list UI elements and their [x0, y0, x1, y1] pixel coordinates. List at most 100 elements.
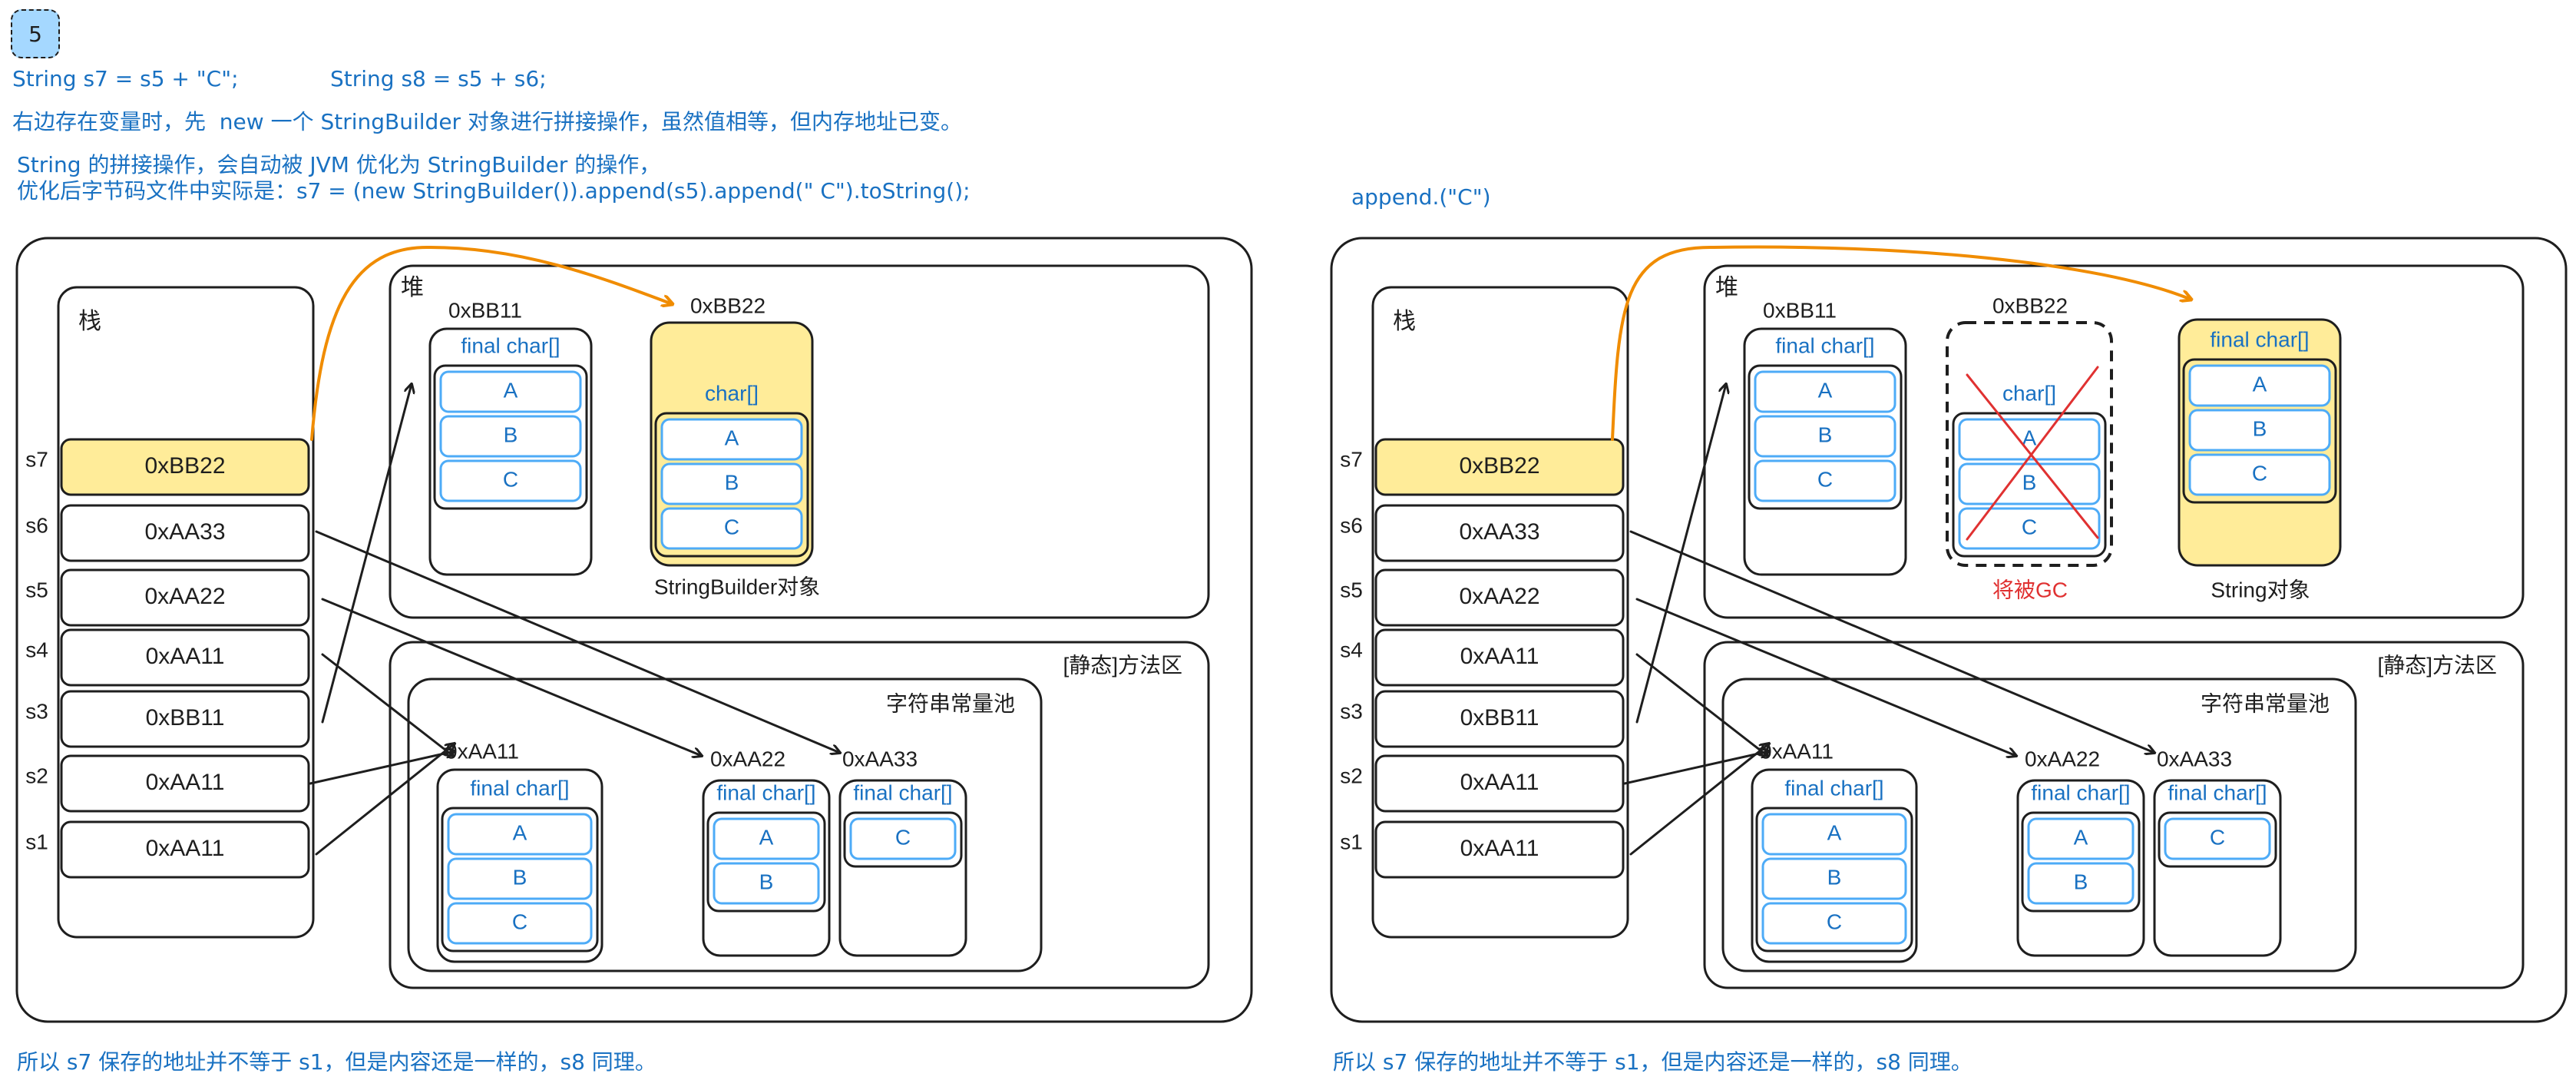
stack-slot — [1374, 820, 1625, 879]
stringbuilder-label: char[] — [705, 381, 759, 405]
string-object-cell — [2188, 364, 2331, 407]
pool-aa33-address: 0xAA33 — [2157, 747, 2232, 770]
stack-slot-address: 0xAA11 — [1460, 770, 1539, 795]
stringbuilder-char: C — [724, 515, 739, 538]
gc-cross-line — [1966, 366, 2099, 541]
pool-aa22-char: A — [2074, 825, 2088, 849]
outer-frame — [1330, 237, 2568, 1023]
stack-variable-name: s5 — [1340, 578, 1363, 601]
heap-bb11-char: C — [1817, 467, 1833, 491]
pool-aa33-address: 0xAA33 — [842, 747, 918, 770]
pool-aa11-cell — [1761, 857, 1907, 900]
pool-aa22-cell — [2027, 817, 2135, 860]
pool-aa22-array — [2021, 811, 2141, 913]
stack-slot — [60, 754, 310, 813]
pool-aa11-char: C — [1827, 909, 1842, 933]
stack-slot-address: 0xAA11 — [146, 770, 225, 795]
heap-bb11-label: final char[] — [461, 333, 560, 357]
heap-bb11-char: B — [504, 422, 518, 446]
pool-aa22-object — [702, 779, 831, 957]
ref-arrow-s4 — [1635, 653, 1767, 756]
heap-bb11-array — [1748, 364, 1903, 510]
code-s8: String s8 = s5 + s6; — [330, 66, 547, 91]
stack-slot-address: 0xBB22 — [144, 453, 225, 479]
stack-variable-name: s3 — [1340, 699, 1363, 723]
explain-line-1: 右边存在变量时，先 new 一个 StringBuilder 对象进行拼接操作，… — [12, 109, 962, 134]
heap-bb22-address: 0xBB22 — [690, 293, 766, 317]
pool-aa33-label: final char[] — [853, 780, 952, 804]
pool-aa22-char: A — [759, 825, 774, 849]
stack-label: 栈 — [1393, 309, 1416, 334]
heap-bb11-char: A — [1818, 378, 1833, 402]
heap-bb11-cell — [439, 415, 582, 458]
stack-label: 栈 — [78, 309, 101, 334]
stack-slot-address: 0xBB22 — [1459, 453, 1539, 479]
string-pool — [407, 678, 1043, 972]
stack-variable-name: s2 — [1340, 764, 1363, 787]
method-area — [1703, 641, 2525, 989]
footer-note-right: 所以 s7 保存的地址并不等于 s1，但是内容还是一样的，s8 同理。 — [1333, 1049, 1973, 1075]
pool-aa11-address: 0xAA11 — [445, 739, 519, 763]
pool-aa11-char: C — [512, 909, 527, 933]
stack-variable-name: s4 — [25, 638, 48, 661]
stack-slot — [60, 820, 310, 879]
stack-slot-address: 0xBB11 — [146, 705, 225, 731]
pool-aa11-address: 0xAA11 — [1760, 739, 1834, 763]
pool-aa11-cell — [447, 902, 593, 945]
string-pool-label: 字符串常量池 — [2201, 691, 2330, 715]
stack-slot-address: 0xAA11 — [1460, 836, 1539, 861]
s7-reference-arrow — [310, 245, 673, 441]
stack-slot-address: 0xAA22 — [1459, 584, 1539, 609]
pool-aa22-array — [706, 811, 826, 913]
pool-aa22-label: final char[] — [716, 780, 815, 804]
stack-variable-name: s3 — [25, 699, 48, 723]
pool-aa22-object — [2016, 779, 2145, 957]
ref-arrow-s1 — [1629, 744, 1769, 856]
stack-variable-name: s5 — [25, 578, 48, 601]
pool-aa22-char: B — [2074, 870, 2088, 893]
stack-slot — [1374, 754, 1625, 813]
step-badge: 5 — [11, 9, 60, 58]
pool-aa22-char: B — [759, 870, 774, 893]
heap-bb11-cell — [439, 459, 582, 502]
string-object-char: A — [2253, 372, 2267, 396]
pool-aa22-cell — [713, 862, 820, 905]
explain-line-2: String 的拼接操作，会自动被 JVM 优化为 StringBuilder … — [17, 152, 661, 177]
stack-variable-name: s7 — [25, 447, 48, 471]
ref-arrow-s5 — [1635, 598, 2016, 756]
stringbuilder-label: StringBuilder对象 — [654, 575, 820, 598]
gc-stringbuilder-cell — [1958, 507, 2101, 550]
stack-slot — [1374, 690, 1625, 748]
pool-aa33-array — [843, 811, 963, 868]
stack-variable-name: s6 — [1340, 513, 1363, 537]
ref-arrow-s6 — [315, 530, 840, 753]
heap-bb22-address: 0xBB22 — [1992, 293, 2068, 317]
pool-aa33-label: final char[] — [2168, 780, 2267, 804]
pool-aa11-cell — [1761, 813, 1907, 856]
gc-stringbuilder-cell — [1958, 462, 2101, 505]
stack-slot — [1374, 438, 1625, 496]
stack-slot-address: 0xAA11 — [146, 644, 225, 669]
stack-slot-address: 0xAA11 — [1460, 644, 1539, 669]
stack-variable-name: s7 — [1340, 447, 1363, 471]
gc-stringbuilder-char: A — [2022, 426, 2037, 449]
stack-slot — [60, 504, 310, 562]
pool-aa33-cell — [849, 817, 957, 860]
gc-object — [1946, 321, 2113, 567]
heap-bb11-cell — [1754, 415, 1896, 458]
stack-variable-name: s2 — [25, 764, 48, 787]
stack-variable-name: s1 — [1340, 830, 1363, 853]
ref-arrow-s5 — [321, 598, 702, 756]
code-s7: String s7 = s5 + "C"; — [12, 66, 239, 91]
explain-line-3: 优化后字节码文件中实际是：s7 = (new StringBuilder()).… — [17, 178, 971, 204]
stack-variable-name: s1 — [25, 830, 48, 853]
pool-aa11-char: B — [513, 865, 527, 889]
stringbuilder-array — [654, 412, 809, 558]
string-object-cell — [2188, 453, 2331, 496]
string-object-array — [2182, 358, 2337, 504]
string-pool-label: 字符串常量池 — [886, 691, 1015, 715]
pool-aa33-char: C — [2210, 825, 2225, 849]
heap-bb11-address: 0xBB11 — [448, 298, 522, 322]
gc-stringbuilder-char: C — [2022, 515, 2037, 538]
string-object-label: String对象 — [2211, 578, 2310, 601]
